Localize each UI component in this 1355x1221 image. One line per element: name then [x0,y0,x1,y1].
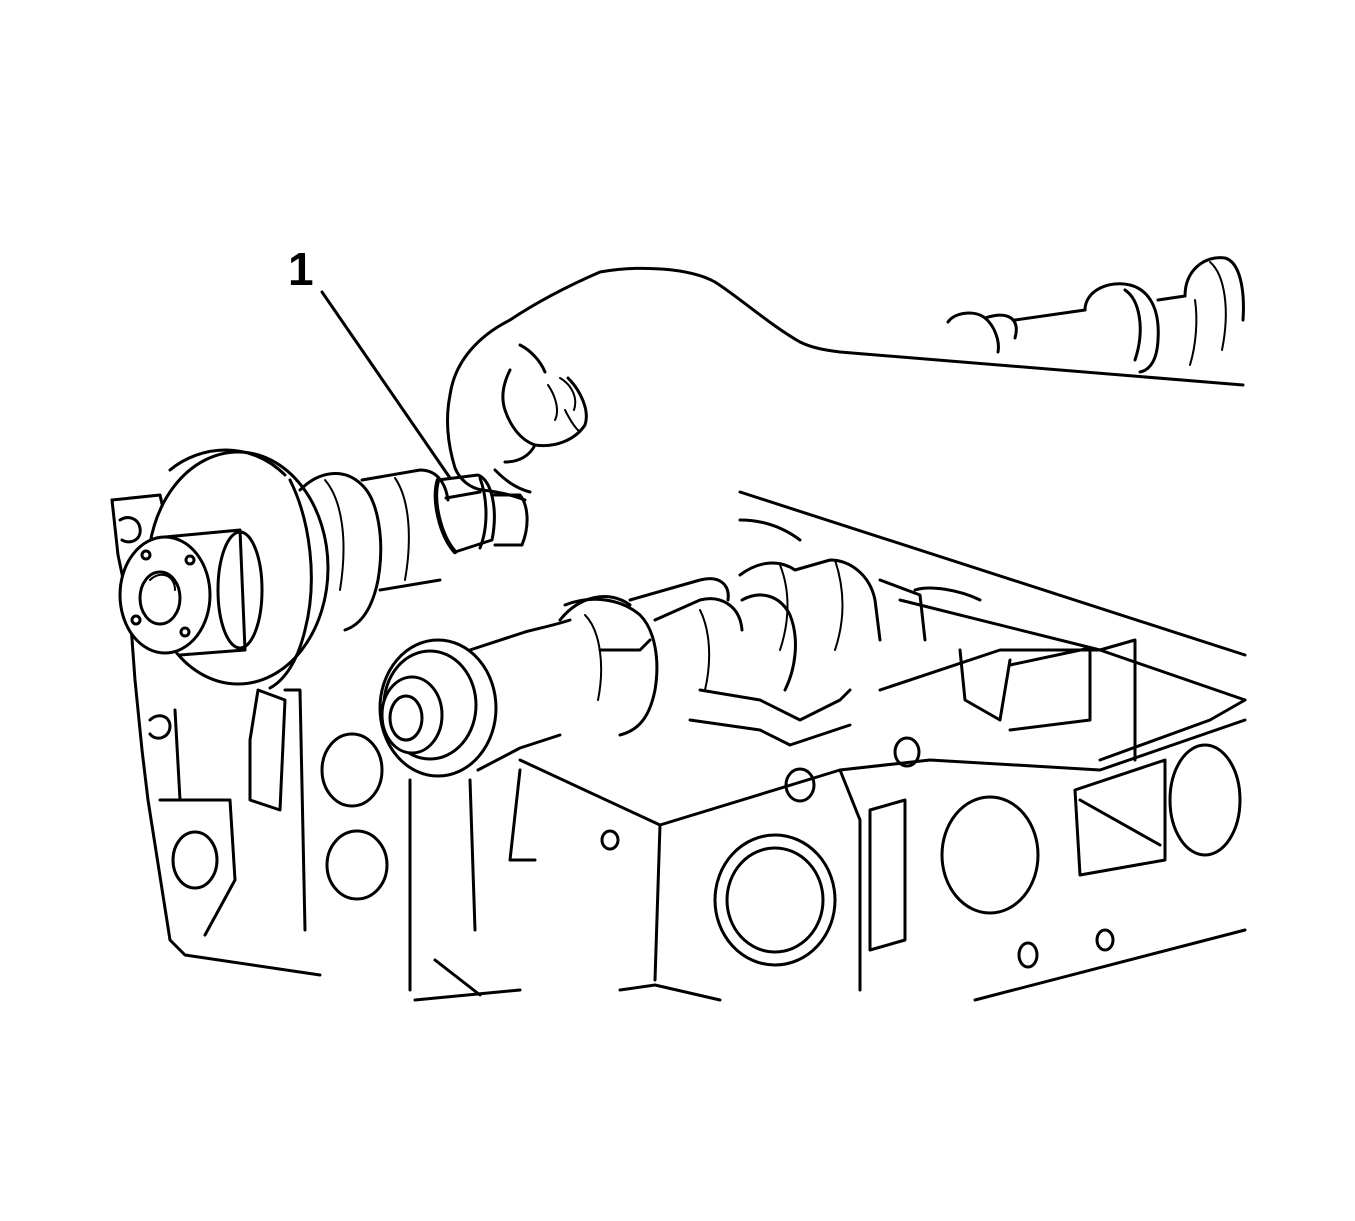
cylinder-head [110,490,1247,1002]
lower-camshaft [378,593,797,778]
rear-camshaft [946,256,1245,374]
technician-hand [446,266,1245,502]
callout-1-label: 1 [288,243,314,295]
front-camshaft [118,448,450,690]
camshaft-seal [433,473,529,555]
second-camshaft [558,558,927,651]
callout-1-leader-line [320,290,452,480]
